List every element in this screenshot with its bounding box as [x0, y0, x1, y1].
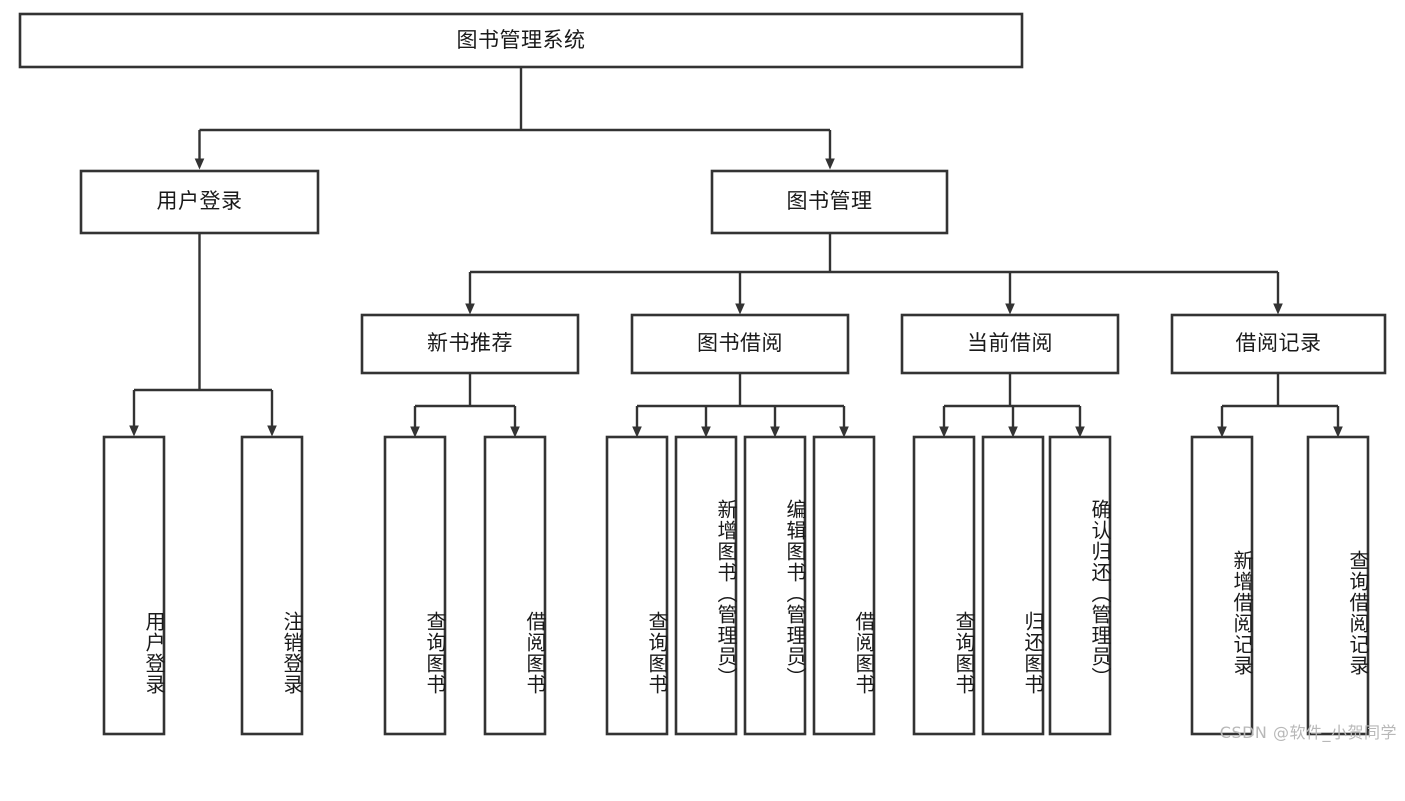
node-box-leaf-add-record[interactable]: [1190, 435, 1254, 736]
node-borrow-record[interactable]: [1172, 315, 1385, 373]
node-box-current-borrow[interactable]: [900, 313, 1120, 375]
node-user-login[interactable]: [81, 171, 318, 233]
diagram-canvas-root: 图书管理系统 用户登录 图书管理 新书推荐 图书借阅 当前借阅 借阅记录 用户登…: [18, 12, 1397, 742]
diagram-svg: [18, 12, 1387, 736]
node-box-leaf-user-login[interactable]: [102, 435, 166, 736]
node-root[interactable]: [20, 14, 1022, 67]
node-box-leaf-query-book-2[interactable]: [605, 435, 669, 736]
node-box-leaf-query-book-1[interactable]: [383, 435, 447, 736]
node-box-user-login[interactable]: [79, 169, 320, 235]
node-book-manage[interactable]: [712, 171, 947, 233]
node-book-borrow[interactable]: [632, 315, 848, 373]
node-box-leaf-add-book[interactable]: [674, 435, 738, 736]
node-box-leaf-query-book-3[interactable]: [912, 435, 976, 736]
node-box-leaf-borrow-book-2[interactable]: [812, 435, 876, 736]
node-box-leaf-edit-book[interactable]: [743, 435, 807, 736]
node-box-leaf-borrow-book-1[interactable]: [483, 435, 547, 736]
node-box-leaf-return-book[interactable]: [981, 435, 1045, 736]
node-box-new-book-recommend[interactable]: [360, 313, 580, 375]
node-new-book-recommend[interactable]: [362, 315, 578, 373]
node-box-leaf-query-record[interactable]: [1306, 435, 1370, 736]
node-current-borrow[interactable]: [902, 315, 1118, 373]
node-box-leaf-confirm-return[interactable]: [1048, 435, 1112, 736]
node-box-root[interactable]: [18, 12, 1024, 69]
node-box-leaf-user-logout[interactable]: [240, 435, 304, 736]
